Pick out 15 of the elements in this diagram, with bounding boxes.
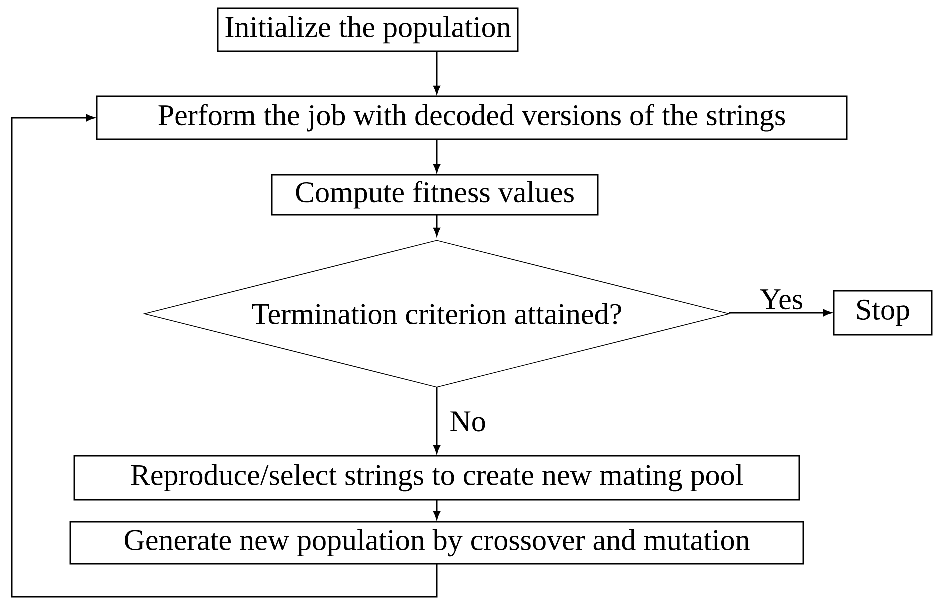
edge-label: Yes: [758, 288, 805, 311]
arrow: [434, 52, 440, 94]
process-box: Perform the job with decoded versions of the strings: [96, 96, 848, 140]
edge-label: No: [448, 410, 488, 434]
process-box: Compute fitness values: [271, 174, 599, 216]
arrow: [434, 500, 440, 520]
process-box: Stop: [833, 290, 933, 336]
process-box: Generate new population by crossover and mutation: [70, 521, 804, 565]
process-box: Reproduce/select strings to create new mating pool: [74, 455, 800, 501]
arrow: [434, 215, 440, 236]
process-box: Initialize the population: [217, 8, 519, 52]
arrow: [434, 387, 440, 454]
arrow: [730, 310, 832, 316]
arrow: [434, 139, 440, 173]
arrow: [11, 114, 438, 598]
